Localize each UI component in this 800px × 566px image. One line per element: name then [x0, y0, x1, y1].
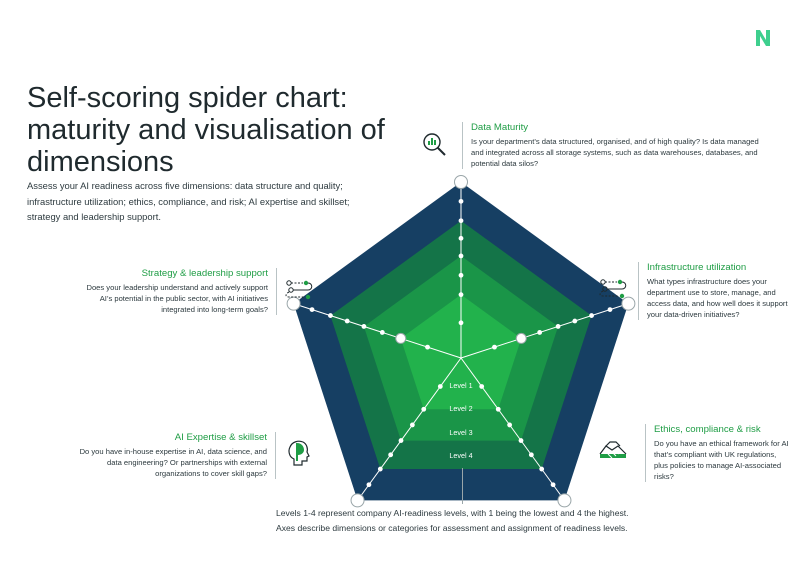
footer-note: Levels 1-4 represent company AI-readines… [276, 506, 696, 536]
axis-dot [458, 235, 464, 241]
axis-end-node [621, 296, 636, 311]
axis-dot [309, 307, 315, 312]
dimension-description: Do you have in-house expertise in AI, da… [79, 447, 267, 478]
dimension-description: Is your department’s data structured, or… [471, 137, 759, 168]
dimension-title: Data Maturity [471, 122, 529, 133]
axis-dot [458, 292, 464, 298]
axis-dot [425, 344, 430, 350]
axis-end-node [286, 296, 301, 311]
axis-dot [458, 320, 464, 326]
dimension-description: Do you have an ethical framework for AI … [654, 439, 789, 481]
page-title-line: Self-scoring spider chart: [27, 82, 348, 114]
magnifier-chart-icon [423, 133, 446, 156]
dimension-title: Strategy & leadership support [141, 268, 268, 279]
dimension-title: Infrastructure utilization [647, 262, 747, 273]
axis-dot [361, 324, 367, 329]
level-label: Level 3 [449, 428, 472, 437]
axis-dot [379, 330, 385, 335]
axis-dot [458, 253, 464, 259]
axis-dot [421, 406, 427, 412]
axis-dot [366, 482, 372, 488]
level-label: Level 4 [449, 451, 472, 460]
axis-dot [550, 482, 556, 488]
axis-dot [458, 272, 464, 278]
axis-dot [409, 422, 415, 428]
footer-connector-line [462, 468, 463, 504]
axis-dot [479, 384, 485, 389]
dimension-title: Ethics, compliance & risk [654, 424, 761, 435]
axis-line [460, 303, 629, 359]
dimension-description: Does your leadership understand and acti… [86, 283, 268, 314]
axis-end-node [557, 493, 572, 508]
axis-dot [328, 313, 333, 318]
axis-end-node [350, 493, 365, 508]
axis-dot [377, 466, 383, 472]
axis-dot [458, 198, 464, 204]
axes [293, 182, 629, 501]
axis-dot [528, 452, 534, 458]
axis-dot [344, 318, 350, 324]
axis-dot [388, 452, 394, 458]
head-profile-icon [288, 440, 310, 466]
axis-dot [607, 307, 613, 312]
page-title: Self-scoring spider chart: maturity and … [27, 82, 387, 178]
dimension-infrastructure: Infrastructure utilization What types in… [638, 262, 789, 320]
axis-dot [537, 330, 543, 335]
dimension-ethics: Ethics, compliance & risk Do you have an… [645, 424, 789, 482]
axis-dot [589, 313, 594, 318]
axis-line [357, 357, 462, 501]
dimension-description: What types infrastructure does your depa… [647, 277, 788, 319]
axis-dot [492, 344, 497, 350]
footer-line: Levels 1-4 represent company AI-readines… [276, 508, 629, 518]
axis-mid-node [515, 332, 527, 344]
axis-line [293, 303, 462, 359]
axis-dot [507, 422, 513, 428]
dimension-ai-expertise: AI Expertise & skillset Do you have in-h… [70, 432, 276, 479]
footer-line: Axes describe dimensions or categories f… [276, 523, 628, 533]
axis-dot [572, 318, 578, 324]
level-labels: Level 1 Level 2 Level 3 Level 4 [449, 381, 472, 460]
axis-dot [398, 438, 404, 443]
dimension-title: AI Expertise & skillset [174, 432, 267, 443]
axis-dot [458, 218, 464, 224]
dimension-strategy: Strategy & leadership support Does your … [76, 268, 277, 315]
page-title-line: maturity and visualisation of [27, 114, 385, 146]
axis-dots [286, 175, 636, 508]
intro-text: Assess your AI readiness across five dim… [27, 180, 350, 222]
axis-dot [539, 466, 545, 472]
axis-end-node [454, 175, 468, 189]
pipeline-nodes-icon [285, 280, 313, 300]
axis-mid-node [395, 332, 407, 344]
dimension-data-maturity: Data Maturity Is your department’s data … [462, 122, 771, 169]
level-label: Level 2 [449, 404, 472, 413]
level-label: Level 1 [449, 381, 472, 390]
axis-line [460, 357, 565, 501]
axis-dot [495, 406, 501, 412]
axis-dot [555, 324, 561, 329]
brand-logo [756, 30, 770, 46]
axis-dot [437, 384, 443, 389]
pipeline-nodes-icon [599, 279, 627, 299]
axis-dot [518, 438, 524, 443]
handshake-icon [599, 441, 627, 459]
page-title-line: dimensions [27, 146, 174, 178]
